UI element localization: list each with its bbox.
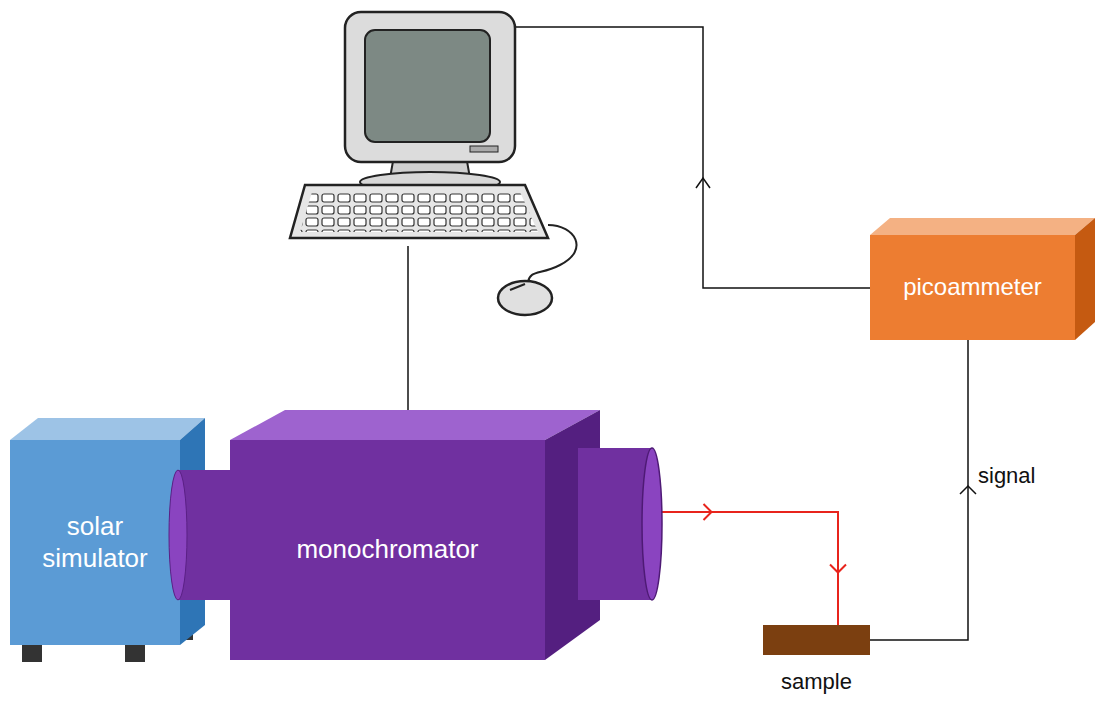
solar-simulator-housing xyxy=(10,418,205,662)
picoammeter-housing xyxy=(870,218,1095,340)
wire xyxy=(407,246,409,410)
arrow-chevron xyxy=(960,486,976,494)
arrow-chevron xyxy=(704,504,712,520)
node-box: solar simulator xyxy=(10,440,180,645)
node-label: monochromator xyxy=(296,534,478,565)
wire-chevron xyxy=(696,178,710,188)
node-label: solar simulator xyxy=(25,511,165,573)
node-box: sample xyxy=(763,625,870,655)
node-label: picoammeter xyxy=(903,273,1042,302)
node-box: picoammeter xyxy=(870,235,1075,340)
edge-label: signal xyxy=(976,463,1037,489)
arrow-chevron xyxy=(830,565,846,573)
node-label: sample xyxy=(781,669,852,695)
wire xyxy=(515,27,870,288)
node-box: monochromator xyxy=(230,440,545,660)
connector xyxy=(870,340,968,640)
computer-icon xyxy=(290,12,577,315)
monochromator-housing xyxy=(169,410,662,660)
